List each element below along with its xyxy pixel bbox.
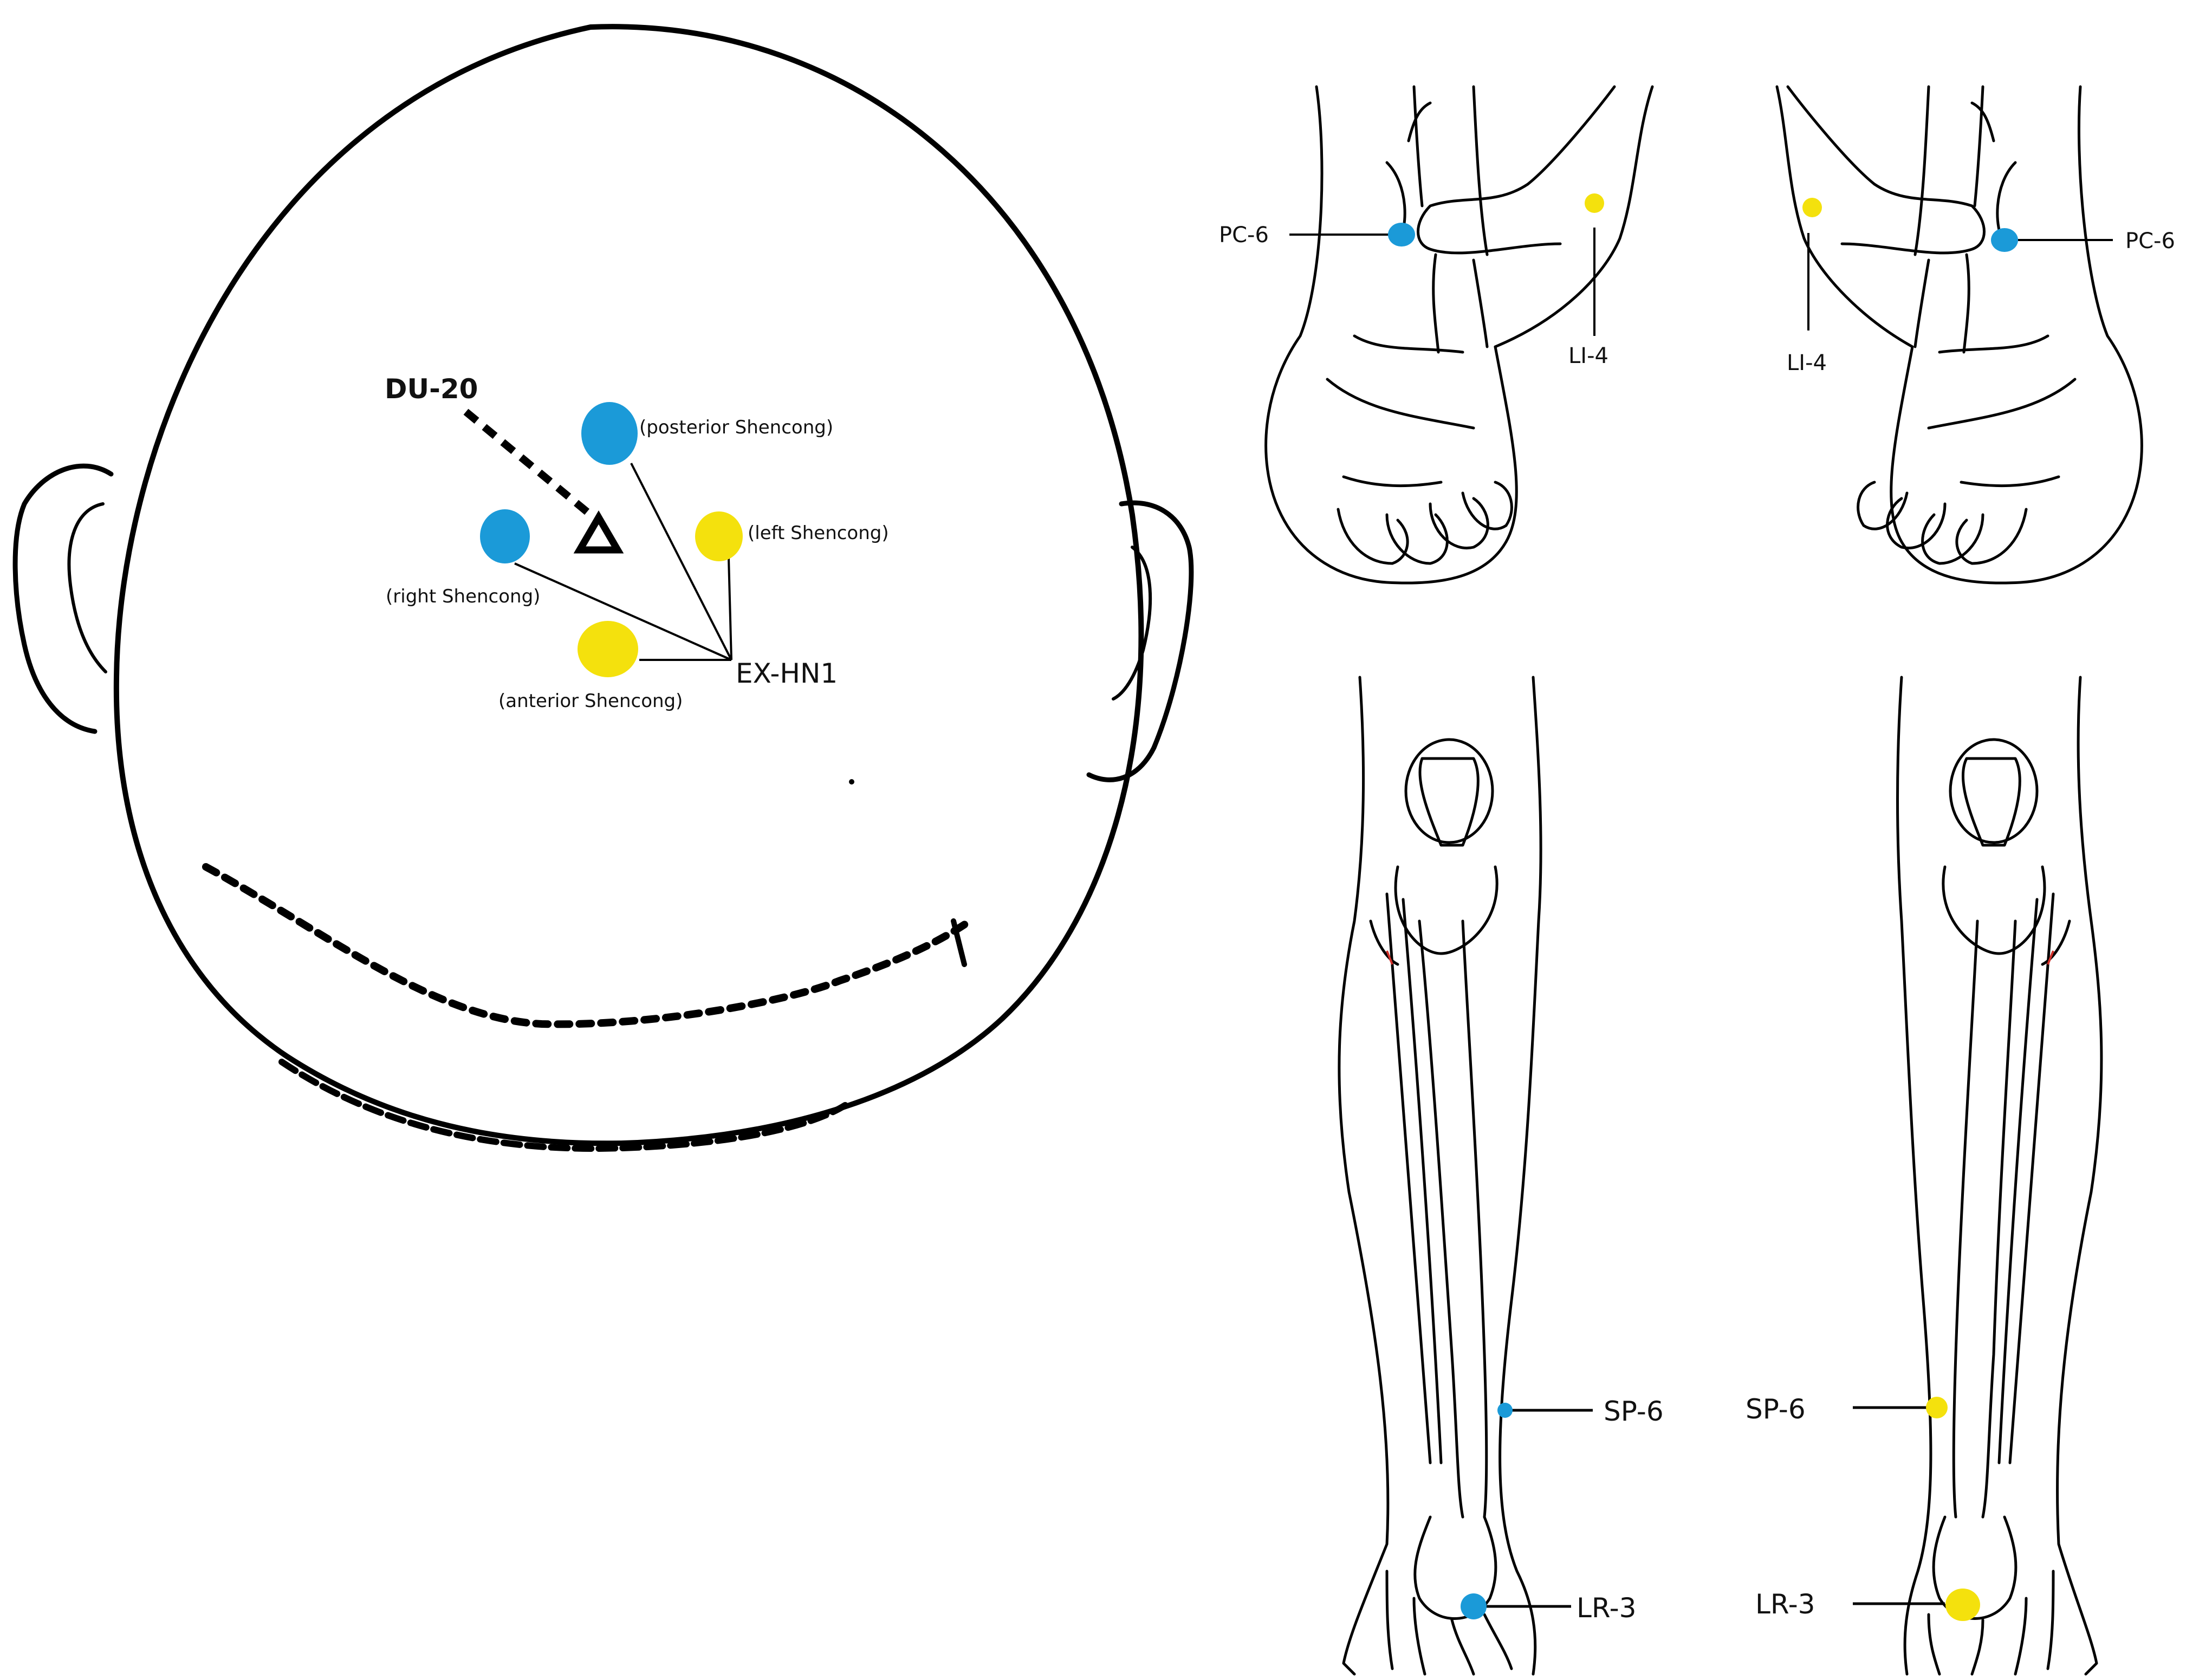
pc6-right-label: PC-6 <box>2125 229 2175 254</box>
li4-left-label: LI-4 <box>1568 343 1608 368</box>
li4-right-label: LI-4 <box>1787 351 1827 375</box>
exhn1-leaders <box>514 463 732 661</box>
right-shencong-point <box>480 509 530 563</box>
pc6-left-label: PC-6 <box>1219 223 1269 248</box>
anterior-shencong-point <box>578 621 638 677</box>
pc6-left-point <box>1388 223 1415 247</box>
right-leg-figure: SP-6 LR-3 <box>1746 676 2103 1676</box>
lr3-right-label: LR-3 <box>1755 1589 1815 1620</box>
sp6-right-point <box>1926 1397 1948 1418</box>
du20-label: DU-20 <box>385 373 478 405</box>
li4-right-point <box>1802 198 1822 217</box>
right-shencong-label: (right Shencong) <box>386 586 540 607</box>
right-leg-red-mark <box>2047 950 2054 965</box>
sp6-left-label: SP-6 <box>1604 1396 1664 1427</box>
exhn1-label: EX-HN1 <box>736 658 838 689</box>
speck <box>849 779 854 785</box>
left-ear-inner <box>67 502 107 673</box>
du20-pointer <box>463 409 593 518</box>
left-leg-figure: SP-6 LR-3 <box>1338 676 1664 1676</box>
left-leg-red-mark <box>1386 950 1393 965</box>
hairline-tick <box>951 918 967 967</box>
hairline <box>202 863 974 1028</box>
pc6-right-point <box>1991 228 2018 252</box>
lr3-left-label: LR-3 <box>1577 1592 1636 1624</box>
anterior-shencong-label: (anterior Shencong) <box>498 690 683 712</box>
sp6-right-label: SP-6 <box>1746 1393 1806 1425</box>
lr3-right-point <box>1945 1589 1980 1621</box>
lr3-left-point <box>1461 1593 1487 1619</box>
head-figure: DU-20 (posterior Shencong) (left Shencon… <box>12 24 1194 1152</box>
head-outline <box>113 24 1144 1146</box>
right-ear-inner <box>1112 546 1152 701</box>
du20-triangle-marker <box>573 510 624 554</box>
left-shencong-label: (left Shencong) <box>748 522 889 544</box>
right-hand-figure: LI-4 PC-6 <box>1775 85 2175 585</box>
hairline-back <box>278 1059 848 1152</box>
li4-left-point <box>1585 193 1604 213</box>
left-ear <box>12 463 114 734</box>
left-hand-figure: LI-4 PC-6 <box>1219 85 1654 585</box>
posterior-shencong-label: (posterior Shencong) <box>639 417 833 438</box>
posterior-shencong-point <box>581 402 638 465</box>
left-shencong-point <box>695 511 743 561</box>
sp6-left-point <box>1497 1403 1513 1418</box>
